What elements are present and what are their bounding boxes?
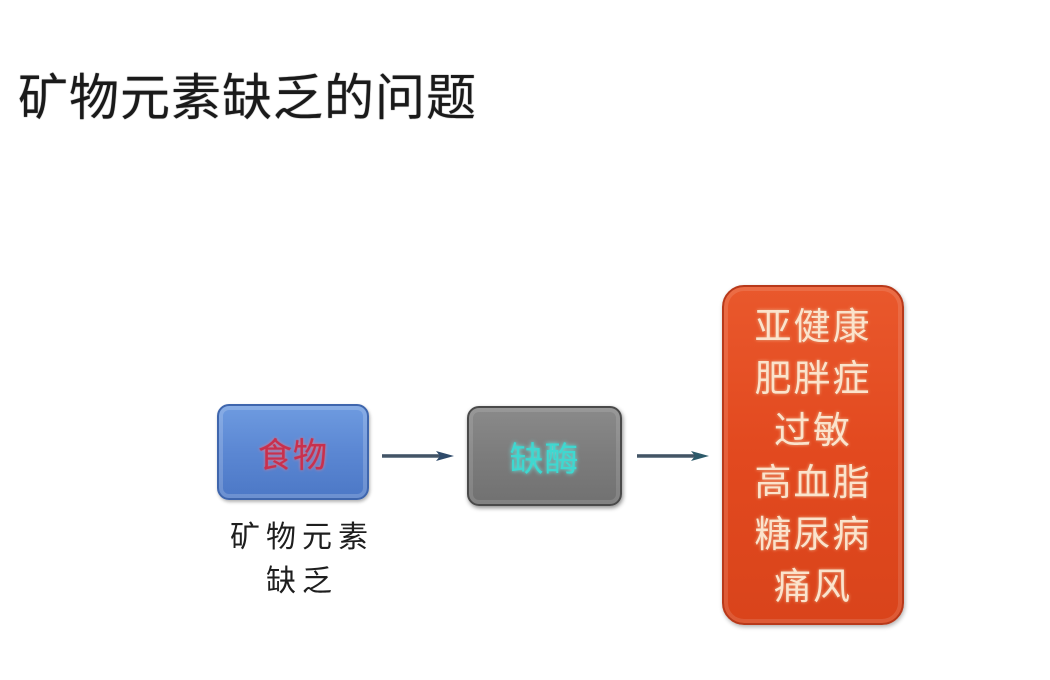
page-title: 矿物元素缺乏的问题 xyxy=(18,69,477,127)
disease-item: 痛风 xyxy=(774,565,852,608)
food-box-label: 食物 xyxy=(258,435,328,476)
arrow-right-icon xyxy=(382,451,454,461)
food-caption: 矿物元素 缺乏 xyxy=(222,516,382,604)
disease-item: 过敏 xyxy=(774,409,852,452)
enzyme-box-label: 缺酶 xyxy=(509,439,580,480)
disease-box: 亚健康 肥胖症 过敏 高血脂 糖尿病 痛风 xyxy=(722,285,904,625)
food-caption-line-1: 矿物元素 xyxy=(230,520,374,555)
arrow-right-icon xyxy=(637,451,709,461)
disease-item: 亚健康 xyxy=(754,305,872,348)
food-box: 食物 xyxy=(217,404,369,500)
disease-item: 糖尿病 xyxy=(754,513,872,556)
disease-item: 高血脂 xyxy=(754,461,872,504)
enzyme-box: 缺酶 xyxy=(467,406,622,506)
disease-item: 肥胖症 xyxy=(754,357,872,400)
food-caption-line-2: 缺乏 xyxy=(266,564,338,599)
